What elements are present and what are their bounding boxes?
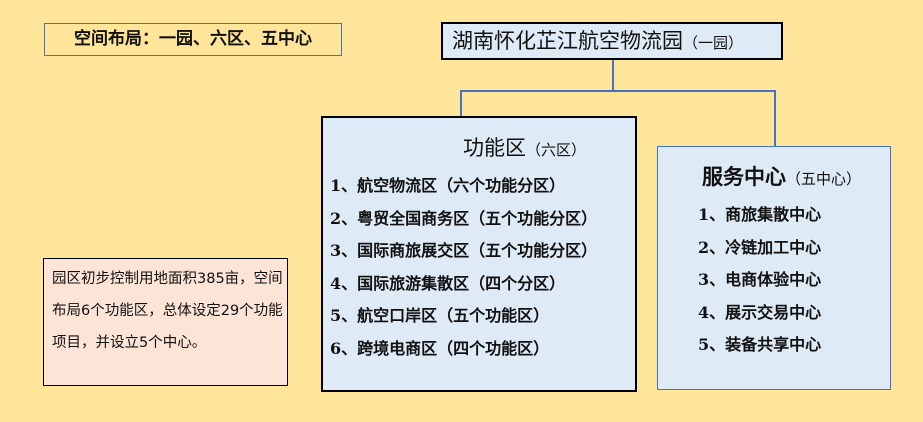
list-item: 3、电商体验中心	[698, 270, 822, 289]
park-suffix: （一园）	[683, 34, 744, 52]
function-zone-box: 功能区（六区） 1、航空物流区（六个功能分区） 2、粤贸全国商务区（五个功能分区…	[321, 116, 637, 392]
list-item: 5、装备共享中心	[698, 335, 822, 354]
connector-to-function-zone	[460, 90, 462, 116]
park-title-box: 湖南怀化芷江航空物流园（一园）	[441, 22, 783, 60]
list-item: 5、航空口岸区（五个功能区）	[330, 306, 550, 325]
service-center-title: 服务中心（五中心）	[702, 161, 861, 191]
list-item: 1、航空物流区（六个功能分区）	[330, 176, 566, 195]
function-zone-list: 1、航空物流区（六个功能分区） 2、粤贸全国商务区（五个功能分区） 3、国际商旅…	[330, 170, 597, 365]
service-center-title-suffix: （五中心）	[786, 170, 862, 188]
list-item: 6、跨境电商区（四个功能区）	[330, 338, 550, 358]
connector-trunk	[612, 60, 614, 91]
list-item: 3、国际商旅展交区（五个功能分区）	[330, 241, 598, 260]
list-item: 4、展示交易中心	[698, 302, 822, 322]
service-center-title-main: 服务中心	[702, 164, 786, 189]
summary-note: 园区初步控制用地面积385亩，空间布局6个功能区，总体设定29个功能项目，并设立…	[43, 258, 288, 386]
connector-horizontal	[460, 90, 775, 92]
function-zone-title-suffix: （六区）	[526, 141, 587, 159]
function-zone-title: 功能区（六区）	[463, 132, 586, 162]
list-item: 4、国际旅游集散区（四个分区）	[330, 273, 566, 293]
function-zone-title-main: 功能区	[463, 136, 526, 160]
service-center-list: 1、商旅集散中心 2、冷链加工中心 3、电商体验中心 4、展示交易中心 5、装备…	[698, 199, 821, 362]
service-center-box: 服务中心（五中心） 1、商旅集散中心 2、冷链加工中心 3、电商体验中心 4、展…	[657, 146, 891, 390]
park-name: 湖南怀化芷江航空物流园	[452, 29, 683, 53]
list-item: 1、商旅集散中心	[698, 205, 822, 224]
connector-to-service-center	[774, 90, 776, 146]
layout-summary-label: 空间布局：一园、六区、五中心	[44, 23, 342, 56]
list-item: 2、冷链加工中心	[698, 237, 822, 257]
list-item: 2、粤贸全国商务区（五个功能分区）	[330, 208, 598, 228]
